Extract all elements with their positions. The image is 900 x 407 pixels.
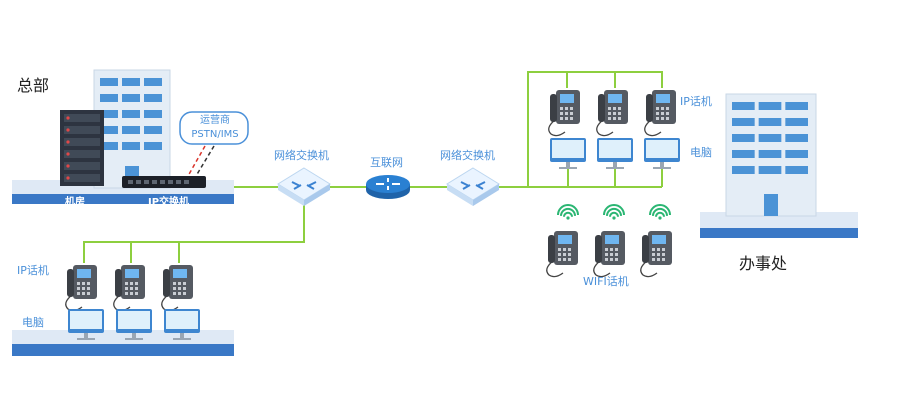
carrier-label-line2: PSTN/IMS [191, 129, 239, 140]
switch-right-label: 网络交换机 [440, 149, 495, 162]
hq-pc-2-icon [116, 309, 152, 340]
wifi-phone-3-icon [640, 231, 672, 278]
wifi-phone-1-icon [546, 231, 578, 278]
link-office-pcs [567, 167, 663, 187]
server-room-label: 机房 [65, 197, 85, 208]
network-links [83, 71, 663, 263]
office-title: 办事处 [739, 254, 788, 273]
hq-ip-phone-1-icon [65, 265, 97, 312]
office-group [546, 90, 858, 278]
office-pc-1-icon [550, 138, 586, 169]
office-pc-label: 电脑 [690, 146, 712, 159]
wifi-2-icon [603, 204, 625, 220]
hq-ip-phone-2-icon [113, 265, 145, 312]
office-ip-phone-3-icon [644, 90, 676, 137]
internet-label: 互联网 [370, 156, 403, 169]
office-ip-phone-2-icon [596, 90, 628, 137]
link-office-phones [566, 72, 616, 88]
wifi-3-icon [649, 204, 671, 220]
network-group [277, 167, 500, 206]
office-pc-2-icon [597, 138, 633, 169]
office-ip-phone-label: IP话机 [680, 95, 712, 108]
hq-pc-1-icon [68, 309, 104, 340]
hq-building [93, 69, 171, 189]
link-hq-phones [130, 242, 180, 263]
headquarters-group [12, 69, 249, 356]
network-switch-left-icon [277, 167, 331, 206]
link-office-upper [527, 71, 663, 187]
office-building [725, 93, 817, 217]
hq-ip-phone-3-icon [161, 265, 193, 312]
hq-pc-label: 电脑 [22, 316, 44, 329]
carrier-label-line1: 运营商 [200, 115, 230, 126]
carrier-link-black [195, 145, 215, 177]
wifi-phone-label: WIFI话机 [583, 275, 629, 288]
switch-left-label: 网络交换机 [274, 149, 329, 162]
ip-switch-label: IP交换机 [148, 197, 190, 208]
headquarters-title: 总部 [17, 76, 50, 95]
ip-switch-icon [122, 176, 206, 188]
server-rack-icon [60, 110, 104, 186]
wifi-phone-2-icon [593, 231, 625, 278]
office-ip-phone-1-icon [548, 90, 580, 137]
network-switch-right-icon [446, 167, 500, 206]
carrier-bubble [179, 111, 249, 177]
hq-ip-phone-label: IP话机 [17, 264, 49, 277]
internet-router-icon [366, 175, 410, 199]
wifi-1-icon [557, 204, 579, 220]
link-hq-lan [83, 205, 305, 263]
hq-pc-3-icon [164, 309, 200, 340]
carrier-link-red [187, 145, 206, 177]
office-pc-3-icon [644, 138, 680, 169]
hq-desk-platform [12, 330, 234, 356]
